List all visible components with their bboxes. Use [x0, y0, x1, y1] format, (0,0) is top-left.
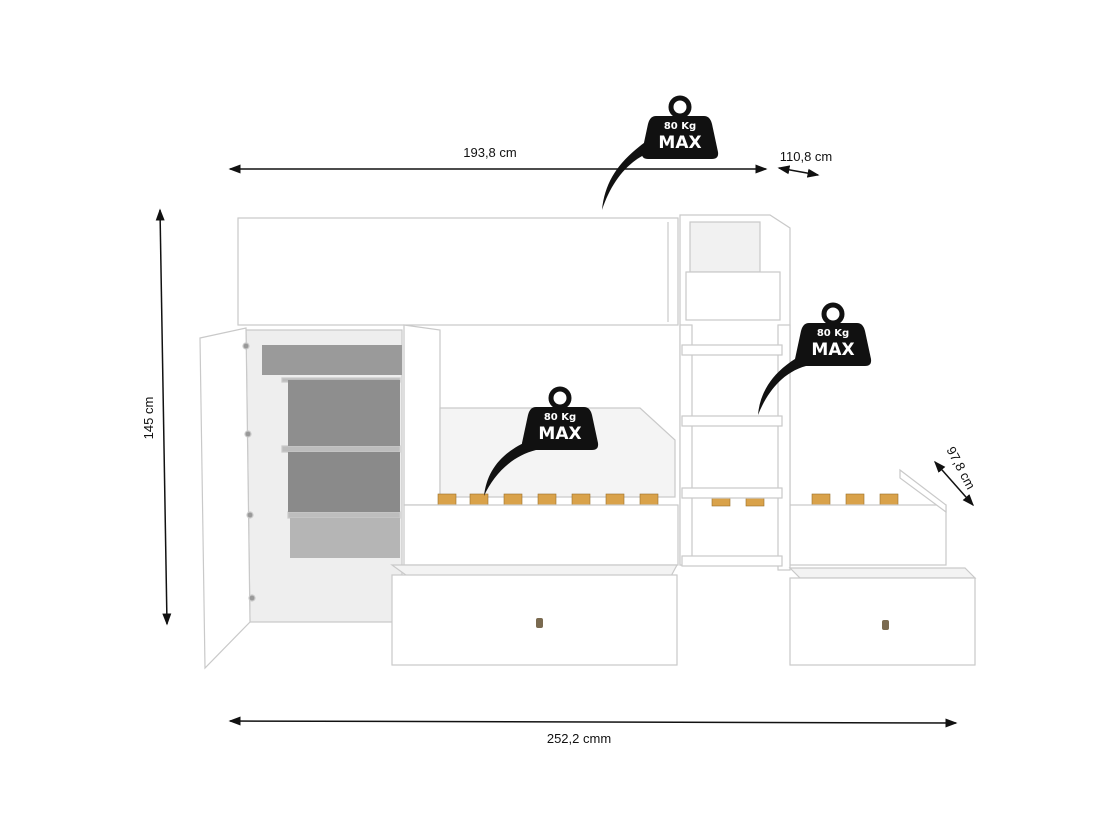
lower-depth-label: 97,8 cm	[943, 444, 978, 492]
weight-value: 80 Kg	[664, 121, 696, 132]
upper-depth-label: 110,8 cm	[780, 149, 833, 164]
weight-badge-upper: 80 Kg MAX	[602, 95, 719, 210]
total-length-label: 252,2 cmm	[547, 731, 611, 746]
weight-badge-ladder: 80 Kg MAX	[758, 302, 872, 415]
dimension-lower-depth: 97,8 cm	[934, 444, 978, 507]
weight-max: MAX	[811, 340, 854, 360]
drawer-left	[390, 564, 679, 666]
weight-badge-lower: 80 Kg MAX	[484, 386, 599, 496]
bunk-bed-illustration	[199, 214, 977, 670]
upper-length-label: 193,8 cm	[463, 145, 516, 160]
height-label: 145 cm	[141, 397, 156, 440]
dimension-upper-length: 193,8 cm	[228, 145, 768, 174]
weight-value: 80 Kg	[817, 328, 849, 339]
dimension-upper-depth: 110,8 cm	[777, 149, 833, 178]
weight-max: MAX	[538, 424, 581, 444]
bed-slats	[437, 493, 899, 507]
drawer-right	[788, 567, 977, 666]
dimension-height: 145 cm	[141, 208, 172, 626]
dimension-total-length: 252,2 cmm	[228, 716, 958, 746]
weight-max: MAX	[658, 133, 701, 153]
weight-value: 80 Kg	[544, 412, 576, 423]
